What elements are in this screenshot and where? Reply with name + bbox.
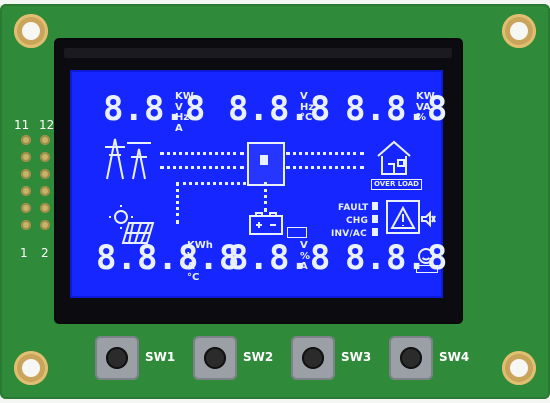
push-button-sw2[interactable] [193, 336, 237, 380]
pin [21, 220, 31, 230]
sw3-label: SW3 [341, 350, 372, 364]
mounting-hole-top-right [502, 14, 536, 48]
push-button-sw3[interactable] [291, 336, 335, 380]
chg-label: CHG [346, 216, 369, 226]
pin-label-top-right: 12 [39, 118, 55, 132]
status-bars-icon [372, 202, 378, 236]
sw1-label: SW1 [145, 350, 176, 364]
mounting-hole-bottom-right [502, 351, 536, 385]
flow-line-inverter-to-battery [264, 182, 267, 212]
units-top-right: KW VA % [416, 91, 435, 123]
pin [21, 203, 31, 213]
push-button-sw1[interactable] [95, 336, 139, 380]
battery-level-indicator [287, 227, 307, 238]
pin-label-bottom-left: 1 [20, 246, 28, 260]
flow-line-grid-to-inverter-2 [160, 166, 244, 169]
header-pins-right [40, 135, 50, 230]
pin [40, 152, 50, 162]
pin [21, 152, 31, 162]
mounting-hole-top-left [14, 14, 48, 48]
units-bottom-left: KWh V A °C [187, 240, 213, 283]
pin [21, 169, 31, 179]
flow-line-grid-to-inverter [160, 152, 244, 155]
speaker-mute-icon [421, 210, 436, 228]
push-button-sw4[interactable] [389, 336, 433, 380]
readout-bottom-right: 8.8.8 [345, 238, 448, 278]
solar-panel-icon [109, 205, 155, 244]
overload-label: OVER LOAD [371, 179, 422, 190]
pin-label-bottom-right: 2 [41, 246, 49, 260]
header-pins-left [21, 135, 31, 230]
flow-line-solar-to-inverter [176, 182, 246, 185]
readout-top-left: 8.8.8 [103, 89, 206, 129]
pin [21, 135, 31, 145]
flow-line-inverter-to-home-2 [286, 166, 364, 169]
fault-label: FAULT [338, 203, 369, 213]
pin [40, 220, 50, 230]
readout-bottom-center: 8.8.8 [228, 238, 331, 278]
flow-line-solar-up [176, 182, 179, 224]
power-tower-icon [105, 138, 151, 180]
mounting-hole-bottom-left [14, 351, 48, 385]
units-bottom-center: V % A [300, 240, 311, 272]
readout-top-right: 8.8.8 [345, 89, 448, 129]
pin-label-top-left: 11 [14, 118, 30, 132]
units-top-center: V Hz °C [300, 91, 315, 123]
readout-bottom-left: 8.8.8.8 [96, 238, 240, 278]
house-icon [377, 140, 411, 175]
pin [40, 186, 50, 196]
battery-icon [249, 212, 283, 235]
pin [40, 169, 50, 179]
flow-line-inverter-to-home [286, 152, 364, 155]
inv-ac-label: INV/AC [331, 229, 367, 239]
sw4-label: SW4 [439, 350, 470, 364]
inverter-display-icon [260, 155, 268, 165]
readout-top-center: 8.8.8 [228, 89, 331, 129]
units-top-left: KW V Hz A [175, 91, 194, 134]
sw2-label: SW2 [243, 350, 274, 364]
pin [40, 135, 50, 145]
smiley-icon [418, 248, 434, 264]
pin [40, 203, 50, 213]
warning-triangle-icon [386, 200, 420, 234]
pin [21, 186, 31, 196]
small-indicator [416, 265, 438, 273]
